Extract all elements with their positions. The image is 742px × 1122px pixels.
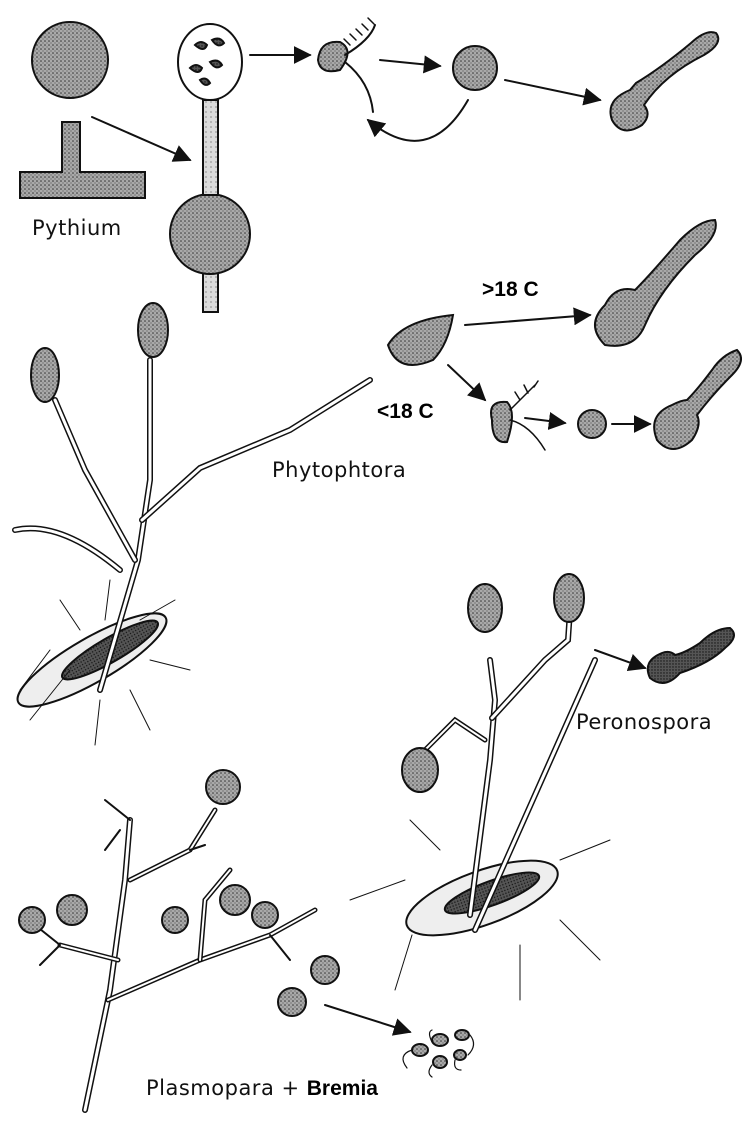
arrow-pythium-return <box>368 100 468 141</box>
phytophtora-sporangiophore <box>7 303 370 745</box>
arrow-pythium-4 <box>505 80 600 100</box>
pythium-germinating-spore <box>610 32 718 130</box>
phytophtora-zoospore <box>491 381 545 450</box>
arrow-peronospora <box>595 650 645 668</box>
phytophtora-germinating-cyst <box>654 350 741 449</box>
pythium-sporangium-on-hypha <box>20 22 145 198</box>
phytophtora-label: Phytophtora <box>272 458 406 482</box>
peronospora-germinating-spore <box>648 628 734 683</box>
bremia-label: Bremia <box>307 1077 378 1100</box>
arrow-below-18 <box>448 365 485 400</box>
plasmopara-bremia-label: Plasmopara + Bremia <box>146 1076 378 1101</box>
arrow-pythium-3 <box>380 60 440 66</box>
peronospora-label: Peronospora <box>576 710 712 734</box>
peronospora-sporangiophore <box>350 574 610 1000</box>
arrow-above-18 <box>465 315 590 325</box>
phytophtora-direct-germination <box>595 220 716 346</box>
pythium-zoospore <box>318 18 375 112</box>
pythium-encysted-spore <box>453 46 497 90</box>
above-18c-label: >18 C <box>482 278 539 302</box>
phytophtora-cyst <box>578 410 606 438</box>
phytophtora-lemon-sporangium <box>388 315 453 365</box>
arrow-phytophtora-zoospore <box>525 418 565 423</box>
arrow-pythium-1 <box>92 117 190 160</box>
below-18c-label: <18 C <box>377 400 434 424</box>
pythium-label: Pythium <box>32 216 122 240</box>
plasmopara-sporangiophore <box>19 770 339 1110</box>
plasmopara-zoospores <box>403 1030 474 1077</box>
plasmopara-label: Plasmopara + <box>146 1076 307 1100</box>
arrow-plasmopara <box>325 1005 410 1032</box>
pythium-vesicle-structure <box>170 24 250 312</box>
